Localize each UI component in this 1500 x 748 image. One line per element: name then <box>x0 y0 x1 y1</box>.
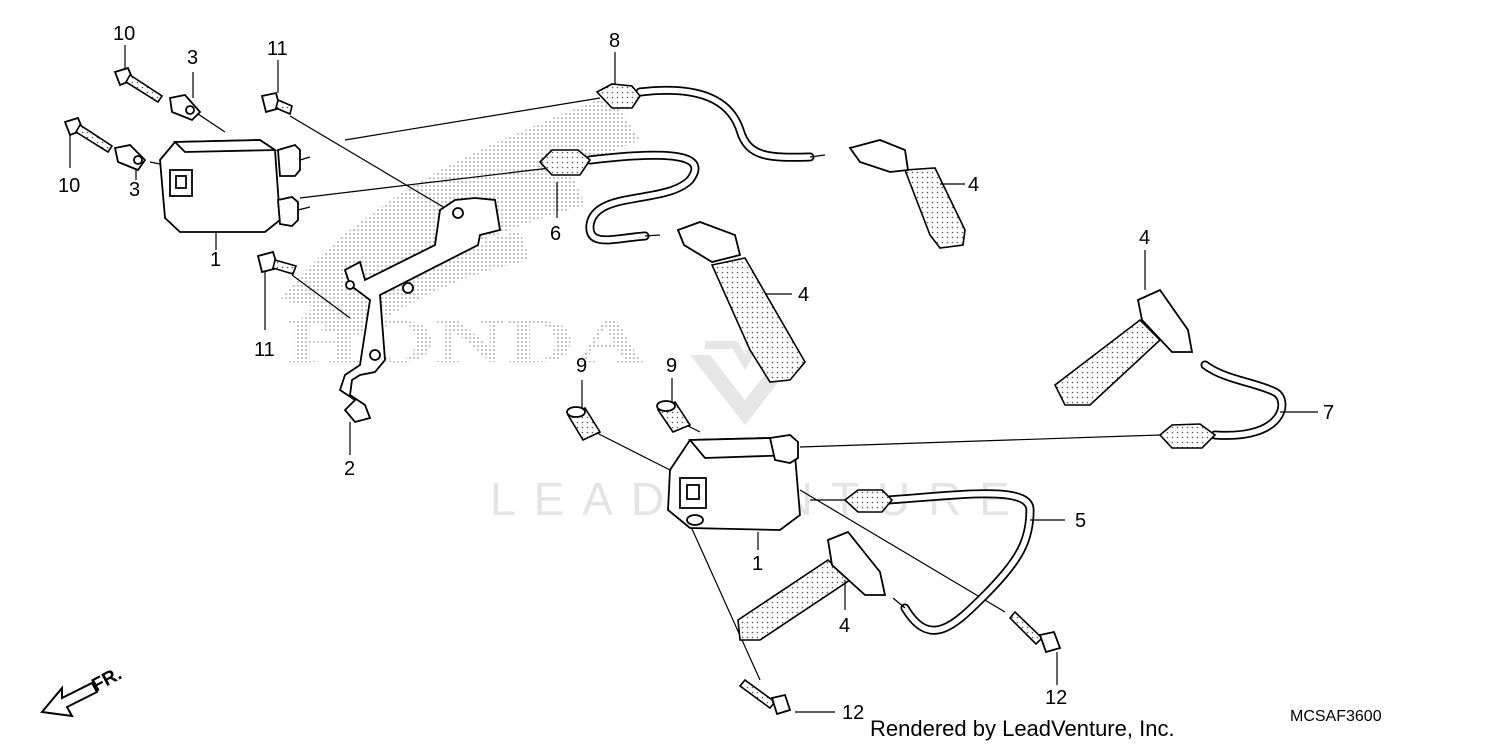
honda-logo-text: HONDA <box>285 308 645 376</box>
callout-9-left: 9 <box>576 355 587 377</box>
high-tension-cord-8 <box>595 83 826 162</box>
callout-4-upper: 4 <box>968 174 979 196</box>
callout-4-right: 4 <box>1139 227 1150 249</box>
callout-4-middle: 4 <box>798 284 809 306</box>
clamp-3-lower <box>113 144 147 172</box>
bolt-11-lower <box>256 250 298 275</box>
callout-4-lower: 4 <box>839 615 850 637</box>
callout-12-right: 12 <box>1045 687 1067 709</box>
render-credit: Rendered by LeadVenture, Inc. <box>870 716 1175 741</box>
collar-9-right <box>656 400 692 433</box>
bolt-12-right <box>1008 610 1062 654</box>
spark-plug-cap-middle <box>676 221 806 383</box>
callout-2: 2 <box>344 458 355 480</box>
callout-9-right: 9 <box>666 355 677 377</box>
spark-plug-cap-lower <box>737 530 887 641</box>
spark-plug-cap-right <box>1053 288 1194 406</box>
callout-5: 5 <box>1075 510 1086 532</box>
leader-lines <box>149 97 1161 681</box>
ignition-coil-upper <box>159 139 311 233</box>
callout-6: 6 <box>550 223 561 245</box>
high-tension-cord-6 <box>538 149 700 245</box>
callout-7: 7 <box>1323 402 1334 424</box>
high-tension-cord-7 <box>1158 360 1287 449</box>
callout-labels: 1 1 2 3 3 4 4 4 4 5 6 7 8 9 9 10 10 11 1… <box>58 23 1334 724</box>
coil-bracket <box>338 197 502 424</box>
callout-10-lower: 10 <box>58 175 80 197</box>
callout-3-upper: 3 <box>187 47 198 69</box>
ignition-coil-lower <box>667 434 801 531</box>
callout-10-upper: 10 <box>113 23 135 45</box>
callout-leaders <box>69 45 1318 713</box>
callout-11-lower: 11 <box>254 339 275 361</box>
clamp-3-upper <box>168 94 202 122</box>
callout-12-left: 12 <box>842 702 864 724</box>
collar-9-left <box>566 406 602 442</box>
front-direction-arrow: FR. <box>40 664 125 718</box>
callout-3-lower: 3 <box>129 179 140 201</box>
callout-8: 8 <box>609 30 620 52</box>
bolt-11-upper <box>260 91 293 116</box>
spark-plug-cap-upper-right <box>848 139 966 249</box>
bolt-12-left <box>738 678 792 716</box>
diagram-code: MCSAF3600 <box>1290 708 1382 725</box>
callout-1-upper: 1 <box>210 249 221 271</box>
bolt-10-upper <box>113 66 164 104</box>
callout-11-upper: 11 <box>267 38 288 60</box>
bolt-10-lower <box>63 116 114 154</box>
callout-1-lower: 1 <box>752 553 763 575</box>
high-tension-cord-5 <box>843 489 1035 635</box>
